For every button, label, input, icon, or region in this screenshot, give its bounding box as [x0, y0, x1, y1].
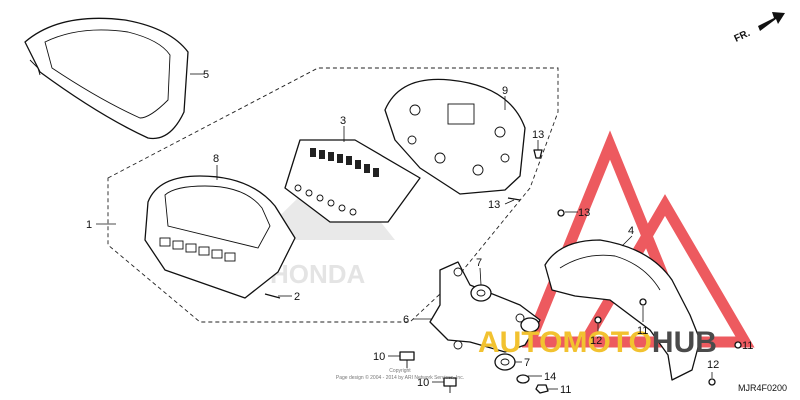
copyright-line-1: Copyright	[389, 368, 411, 374]
screw-12b-icon	[507, 197, 521, 201]
callout-11b: 11	[637, 325, 648, 337]
screw-2-icon	[264, 293, 281, 299]
nut-13c-icon	[708, 378, 716, 386]
callout-9: 9	[502, 85, 508, 97]
bolt-10a-icon	[399, 351, 415, 368]
screw-12a-icon	[533, 149, 543, 159]
callout-11a: 11	[560, 384, 571, 396]
display-window	[447, 103, 475, 125]
part-5-meter-cover	[24, 17, 189, 140]
honda-text: HONDA	[270, 259, 366, 289]
part-3-circuit-board	[284, 139, 421, 223]
nut-13a-icon	[557, 209, 565, 217]
callout-3: 3	[340, 115, 346, 127]
watermark-hub: HUB	[652, 326, 717, 359]
callout-4: 4	[628, 225, 634, 237]
bolt-10b-icon	[443, 377, 457, 393]
front-direction-indicator: FR.	[733, 12, 785, 45]
callout-13c: 12	[707, 359, 719, 371]
callout-14: 14	[544, 371, 556, 383]
nut-11c-icon	[734, 341, 742, 349]
drawing-code: MJR4F0200	[738, 383, 787, 393]
watermark-moto: MOTO	[562, 326, 651, 359]
callout-labels: 5 1 2 3 8 9 13 13 13 4 7 6 7 10 10 14 11…	[86, 69, 753, 396]
part-4-lower-cover	[544, 239, 701, 381]
nut-13b-icon	[594, 316, 602, 324]
case-buttons	[159, 237, 236, 262]
front-arrow-icon	[758, 12, 785, 31]
callout-7b: 7	[524, 357, 530, 369]
callout-8: 8	[213, 153, 219, 165]
assembly-outline	[107, 67, 559, 323]
callout-1: 1	[86, 219, 92, 231]
callout-10a: 10	[373, 351, 385, 363]
nut-11b-icon	[639, 298, 647, 306]
callout-11c: 11	[742, 340, 753, 352]
front-label: FR.	[733, 28, 752, 45]
watermark-auto: AUTO	[478, 326, 562, 359]
copyright-line-2: Page design © 2004 - 2014 by ARI Network…	[336, 374, 464, 381]
leader-lines	[96, 73, 713, 390]
part-8-meter-case	[144, 175, 296, 299]
callout-12b: 13	[488, 199, 500, 211]
callout-10b: 10	[417, 377, 429, 389]
nut-11a-icon	[535, 384, 549, 394]
part-9-rear-housing	[384, 78, 526, 195]
callout-2: 2	[294, 291, 300, 303]
callout-6: 6	[403, 314, 409, 326]
callout-7a: 7	[476, 257, 482, 269]
grommet-7c-icon	[520, 317, 540, 333]
callout-13b: 12	[590, 335, 602, 347]
callout-5: 5	[203, 69, 209, 81]
washer-14-icon	[516, 374, 530, 384]
grommet-7a-icon	[470, 284, 492, 302]
watermark-text: AUTOMOTOHUB	[478, 326, 717, 359]
callout-13a: 13	[578, 207, 590, 219]
callout-12a: 13	[532, 129, 544, 141]
